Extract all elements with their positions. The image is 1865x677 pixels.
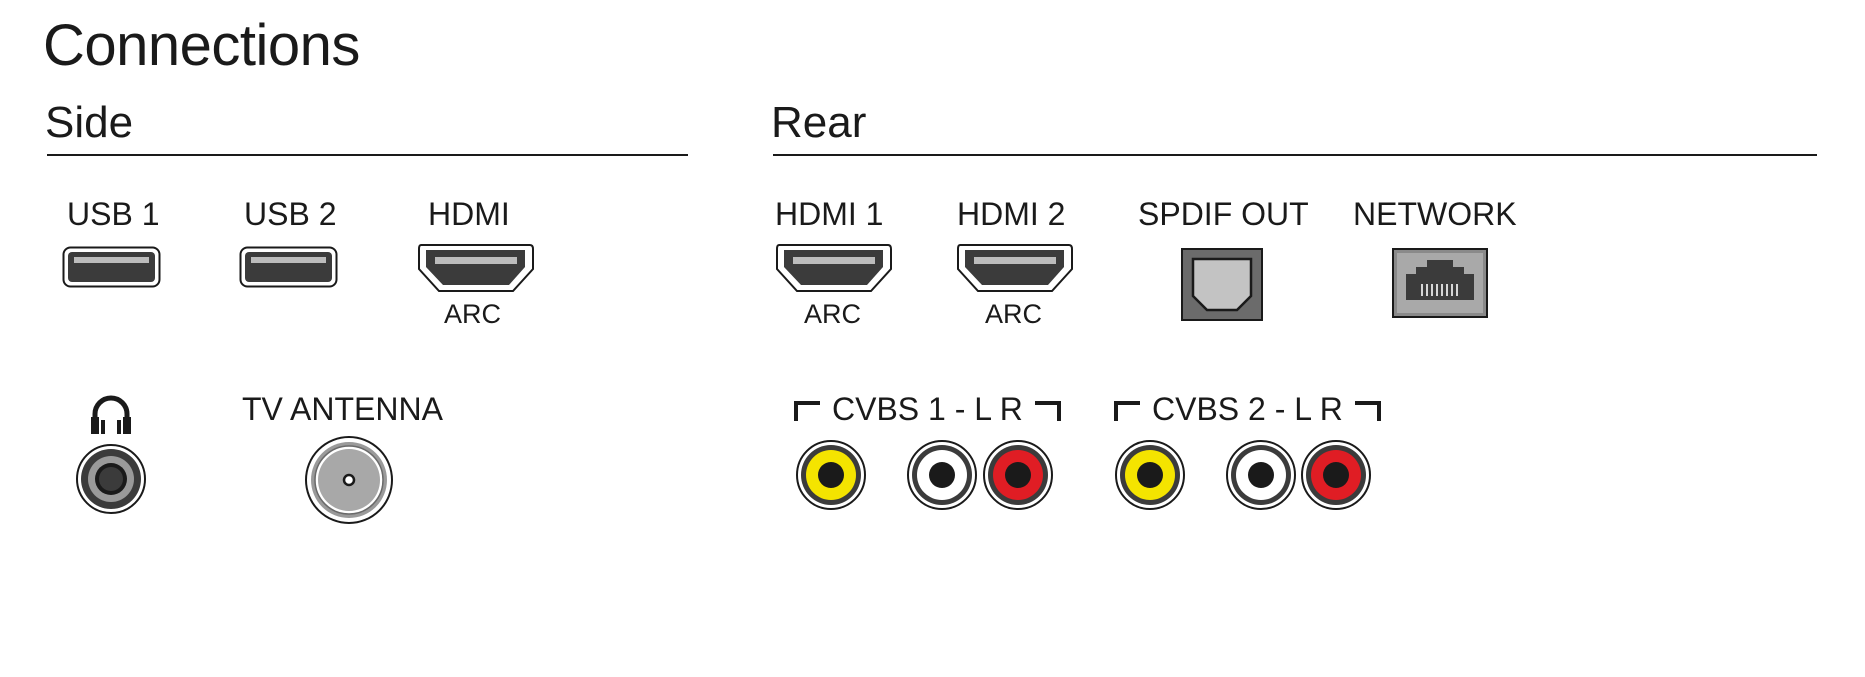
usb1-label: USB 1	[67, 196, 160, 232]
rear-heading: Rear	[771, 98, 867, 147]
cvbs1-audio-right-jack-icon	[983, 440, 1053, 510]
hdmi2-port-icon	[957, 244, 1073, 292]
usb1-port-icon	[62, 246, 161, 288]
cvbs2-group-label: CVBS 2 - L R	[1114, 391, 1381, 428]
network-port-icon	[1392, 248, 1488, 318]
cvbs2-audio-left-jack-icon	[1226, 440, 1296, 510]
cvbs1-group-label: CVBS 1 - L R	[794, 391, 1061, 428]
tv-antenna-label: TV ANTENNA	[242, 391, 443, 427]
usb2-label: USB 2	[244, 196, 337, 232]
cvbs1-label: CVBS 1 - L R	[832, 391, 1023, 427]
rear-divider	[773, 154, 1817, 156]
cvbs2-audio-right-jack-icon	[1301, 440, 1371, 510]
headphone-icon	[91, 395, 131, 434]
bracket-left-icon	[794, 400, 820, 421]
hdmi2-label: HDMI 2	[957, 196, 1066, 232]
bracket-right-icon	[1034, 400, 1061, 421]
hdmi-side-port-icon	[418, 244, 534, 292]
headphone-jack-icon	[76, 444, 146, 514]
cvbs2-label: CVBS 2 - L R	[1152, 391, 1343, 427]
hdmi-side-label: HDMI	[428, 196, 510, 232]
network-label: NETWORK	[1353, 196, 1517, 232]
cvbs1-video-jack-icon	[796, 440, 866, 510]
side-divider	[47, 154, 688, 156]
tv-antenna-port-icon	[305, 436, 393, 524]
hdmi2-arc-label: ARC	[985, 299, 1043, 329]
side-heading: Side	[45, 98, 134, 147]
page-title: Connections	[43, 13, 360, 78]
cvbs1-audio-left-jack-icon	[907, 440, 977, 510]
usb2-port-icon	[239, 246, 338, 288]
spdif-port-icon	[1181, 248, 1263, 321]
hdmi1-port-icon	[776, 244, 892, 292]
bracket-left-icon	[1114, 400, 1140, 421]
hdmi-side-arc-label: ARC	[444, 299, 502, 329]
cvbs2-video-jack-icon	[1115, 440, 1185, 510]
hdmi1-label: HDMI 1	[775, 196, 884, 232]
bracket-right-icon	[1354, 400, 1381, 421]
hdmi1-arc-label: ARC	[804, 299, 862, 329]
spdif-label: SPDIF OUT	[1138, 196, 1309, 232]
